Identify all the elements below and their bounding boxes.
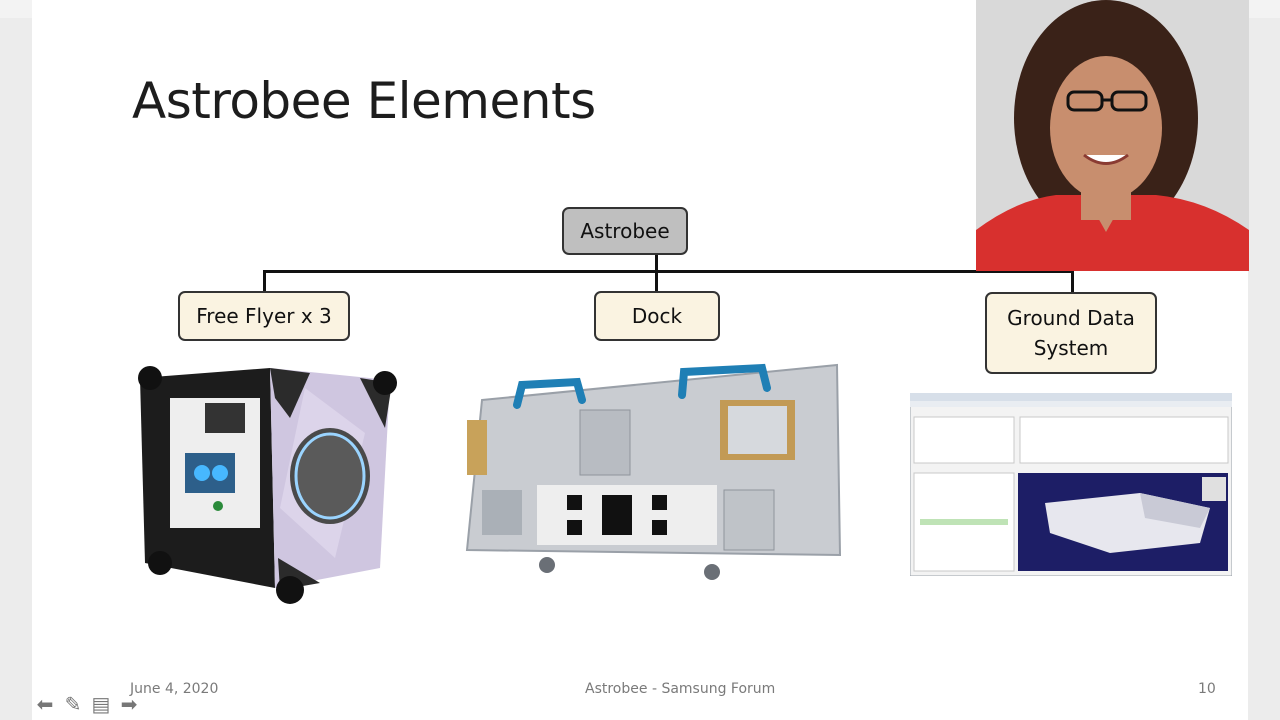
footer-date: June 4, 2020 xyxy=(130,681,219,697)
ground-data-line1: Ground Data xyxy=(1007,306,1135,330)
connector-left-down xyxy=(263,270,266,292)
free-flyer-label: Free Flyer x 3 xyxy=(196,304,332,328)
connector-mid-down xyxy=(655,270,658,292)
presentation-nav: ⬅ ✎ ▤ ➡ xyxy=(34,694,140,718)
forward-arrow-icon[interactable]: ➡ xyxy=(120,694,138,716)
pen-icon[interactable]: ✎ xyxy=(64,694,82,716)
ground-data-system-box: Ground Data System xyxy=(985,292,1157,374)
presenter-webcam xyxy=(976,0,1249,271)
ground-data-system-screenshot xyxy=(910,393,1232,576)
dock-label: Dock xyxy=(631,304,683,328)
presenter-image xyxy=(976,0,1249,271)
slide-title: Astrobee Elements xyxy=(132,72,596,130)
back-arrow-icon[interactable]: ⬅ xyxy=(36,694,54,716)
footer-title: Astrobee - Samsung Forum xyxy=(585,681,776,697)
slide-menu-icon[interactable]: ▤ xyxy=(91,694,111,716)
dock-box: Dock xyxy=(594,291,720,341)
footer-page-number: 10 xyxy=(1198,681,1216,697)
org-chart-root-box: Astrobee xyxy=(562,207,688,255)
dock-image xyxy=(465,363,842,580)
connector-horizontal xyxy=(263,270,1074,273)
ground-data-line2: System xyxy=(1033,336,1109,360)
free-flyer-image xyxy=(138,366,397,604)
free-flyer-box: Free Flyer x 3 xyxy=(178,291,350,341)
connector-root-down xyxy=(655,255,658,273)
connector-right-down xyxy=(1071,270,1074,293)
